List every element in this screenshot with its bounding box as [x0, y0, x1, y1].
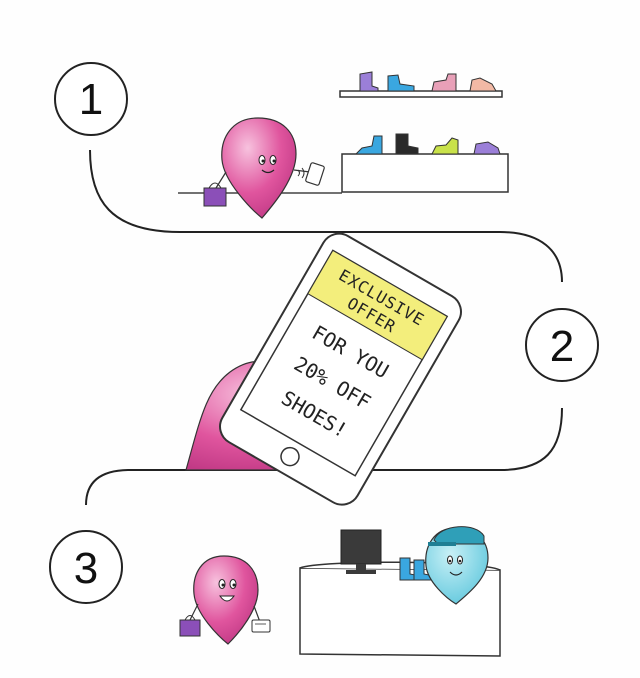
shopping-bag-icon	[203, 182, 227, 207]
shoe-icon	[469, 77, 497, 92]
shoe-icon	[359, 71, 379, 92]
payment-card-icon	[251, 619, 271, 633]
step-2-marker: 2	[525, 308, 599, 382]
smartphone-icon: EXCLUSIVE OFFER FOR YOU 20% OFF SHOES!	[219, 232, 462, 506]
step-2-number: 2	[550, 322, 574, 371]
step-3-marker: 3	[49, 530, 123, 604]
upper-shelf	[339, 90, 503, 98]
journey-path-2	[85, 407, 563, 506]
monitor-icon	[340, 529, 382, 574]
shoe-icon	[387, 74, 415, 92]
location-pin-character	[215, 117, 311, 219]
offer-scene: EXCLUSIVE OFFER FOR YOU 20% OFF SHOES!	[185, 232, 462, 506]
step-3-number: 3	[74, 544, 98, 593]
store-scene	[178, 71, 509, 219]
display-counter	[341, 153, 509, 193]
journey-path	[89, 149, 563, 283]
shoe-icon	[431, 137, 459, 155]
shoe-icon	[473, 141, 501, 155]
shoe-icon	[431, 73, 457, 92]
shoe-icon	[395, 133, 419, 155]
step-1-number: 1	[79, 75, 103, 124]
shoe-icon	[354, 135, 383, 155]
home-button	[280, 446, 300, 467]
step-1-marker: 1	[54, 62, 128, 136]
cashier-character	[425, 526, 489, 605]
smartphone-icon	[297, 162, 325, 186]
checkout-scene	[179, 526, 501, 657]
cap-icon	[433, 526, 485, 545]
shopping-bag-icon	[179, 615, 201, 637]
offer-banner	[307, 249, 448, 361]
location-pin-character	[189, 555, 261, 645]
